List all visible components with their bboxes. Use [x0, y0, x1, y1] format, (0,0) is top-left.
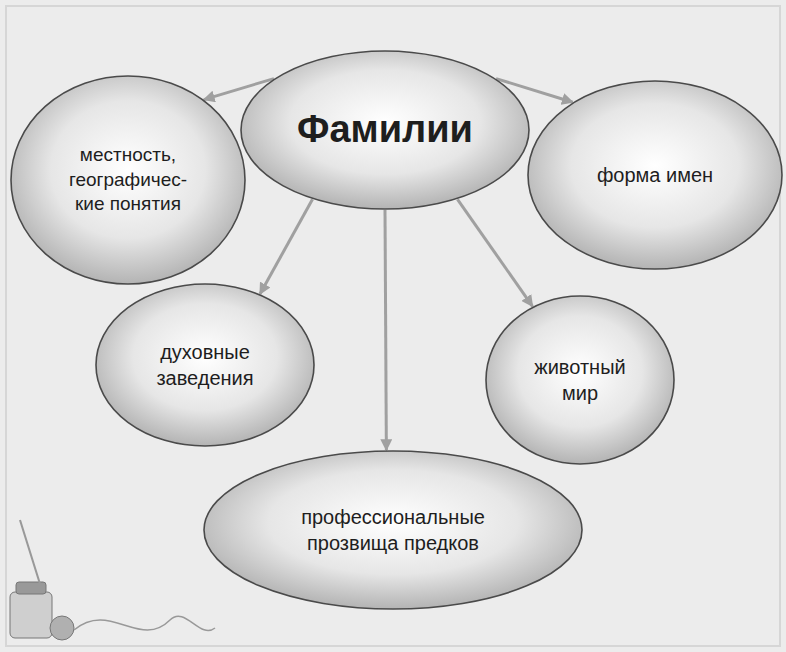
category-ellipse: местность, географичес- кие понятия: [10, 75, 246, 285]
arrow-connector: [458, 199, 533, 306]
category-ellipse: профессиональные прозвища предков: [203, 450, 583, 610]
node-label: профессиональные прозвища предков: [293, 504, 493, 556]
arrow-connector: [260, 199, 313, 294]
category-ellipse: форма имен: [527, 80, 783, 270]
arrow-connector: [385, 210, 386, 450]
inkwell-picture: [10, 520, 215, 640]
title-ellipse: Фамилии: [240, 50, 530, 210]
node-label: животный мир: [525, 354, 635, 406]
node-label: форма имен: [597, 162, 713, 188]
category-ellipse: животный мир: [485, 295, 675, 465]
node-label: местность, географичес- кие понятия: [53, 143, 203, 217]
title-text: Фамилии: [297, 105, 473, 154]
ellipse-outline: [95, 283, 315, 447]
category-ellipse: духовные заведения: [95, 283, 315, 447]
ellipse-outline: [485, 295, 675, 465]
node-label: духовные заведения: [145, 339, 265, 391]
ellipse-outline: [203, 450, 583, 610]
